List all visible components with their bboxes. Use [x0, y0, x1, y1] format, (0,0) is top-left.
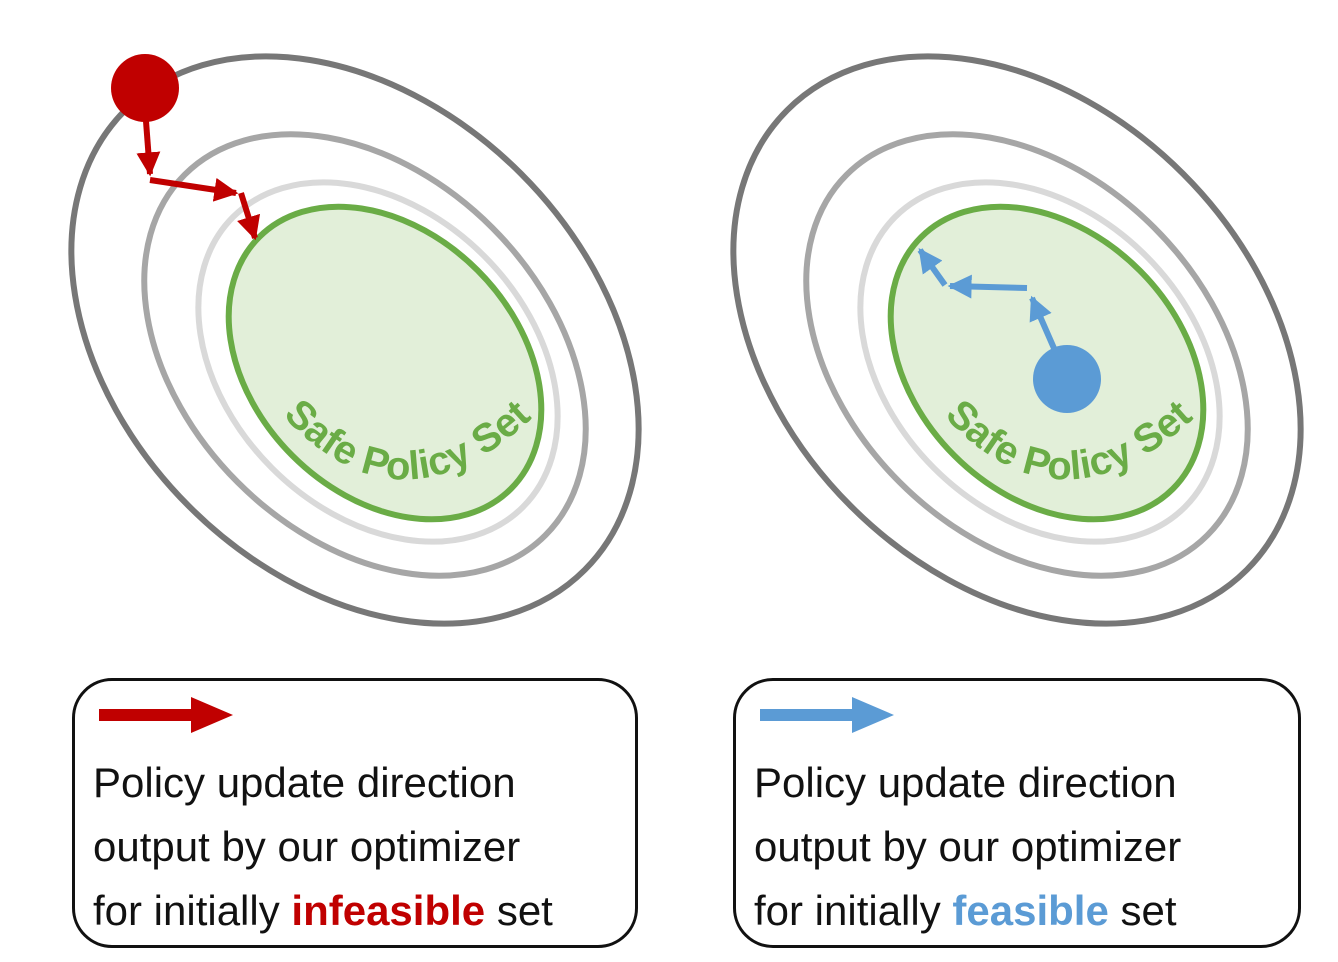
legend-line-3-suffix: set [485, 887, 553, 934]
right-panel: Safe Policy Set [730, 53, 1304, 627]
outer-contour [730, 53, 1304, 627]
left-panel: Safe Policy Set [68, 53, 642, 627]
infeasible-update-path [136, 107, 261, 241]
inner-contour [857, 179, 1223, 545]
feasible-start-point [1033, 345, 1101, 413]
legend-line-3-prefix: for initially [754, 887, 953, 934]
safe-policy-set-region [225, 203, 545, 523]
legend-line-3: for initially infeasible set [93, 879, 625, 943]
update-step-arrow [917, 248, 948, 287]
inner-contour [195, 179, 561, 545]
update-step-arrow [947, 274, 1028, 299]
red-arrow-icon [99, 697, 233, 733]
update-step-arrow [237, 192, 261, 241]
infeasible-start-point [111, 54, 179, 122]
legend-line-3: for initially feasible set [754, 879, 1288, 943]
legend-line-2: output by our optimizer [754, 823, 1182, 870]
legend-text: Policy update direction output by our op… [754, 751, 1288, 943]
feasible-highlight: feasible [952, 887, 1109, 934]
legend-line-1: Policy update direction [754, 759, 1177, 806]
middle-contour [141, 131, 589, 579]
legend-text: Policy update direction output by our op… [93, 751, 625, 943]
legend-line-3-suffix: set [1108, 887, 1177, 934]
legend-feasible: Policy update direction output by our op… [733, 678, 1301, 948]
legend-line-1: Policy update direction [93, 759, 516, 806]
legend-line-3-prefix: for initially [93, 887, 292, 934]
infeasible-highlight: infeasible [291, 887, 486, 934]
legend-infeasible: Policy update direction output by our op… [72, 678, 638, 948]
blue-arrow-icon [760, 697, 894, 733]
legend-line-2: output by our optimizer [93, 823, 521, 870]
update-step-arrow [149, 177, 239, 202]
middle-contour [803, 131, 1251, 579]
